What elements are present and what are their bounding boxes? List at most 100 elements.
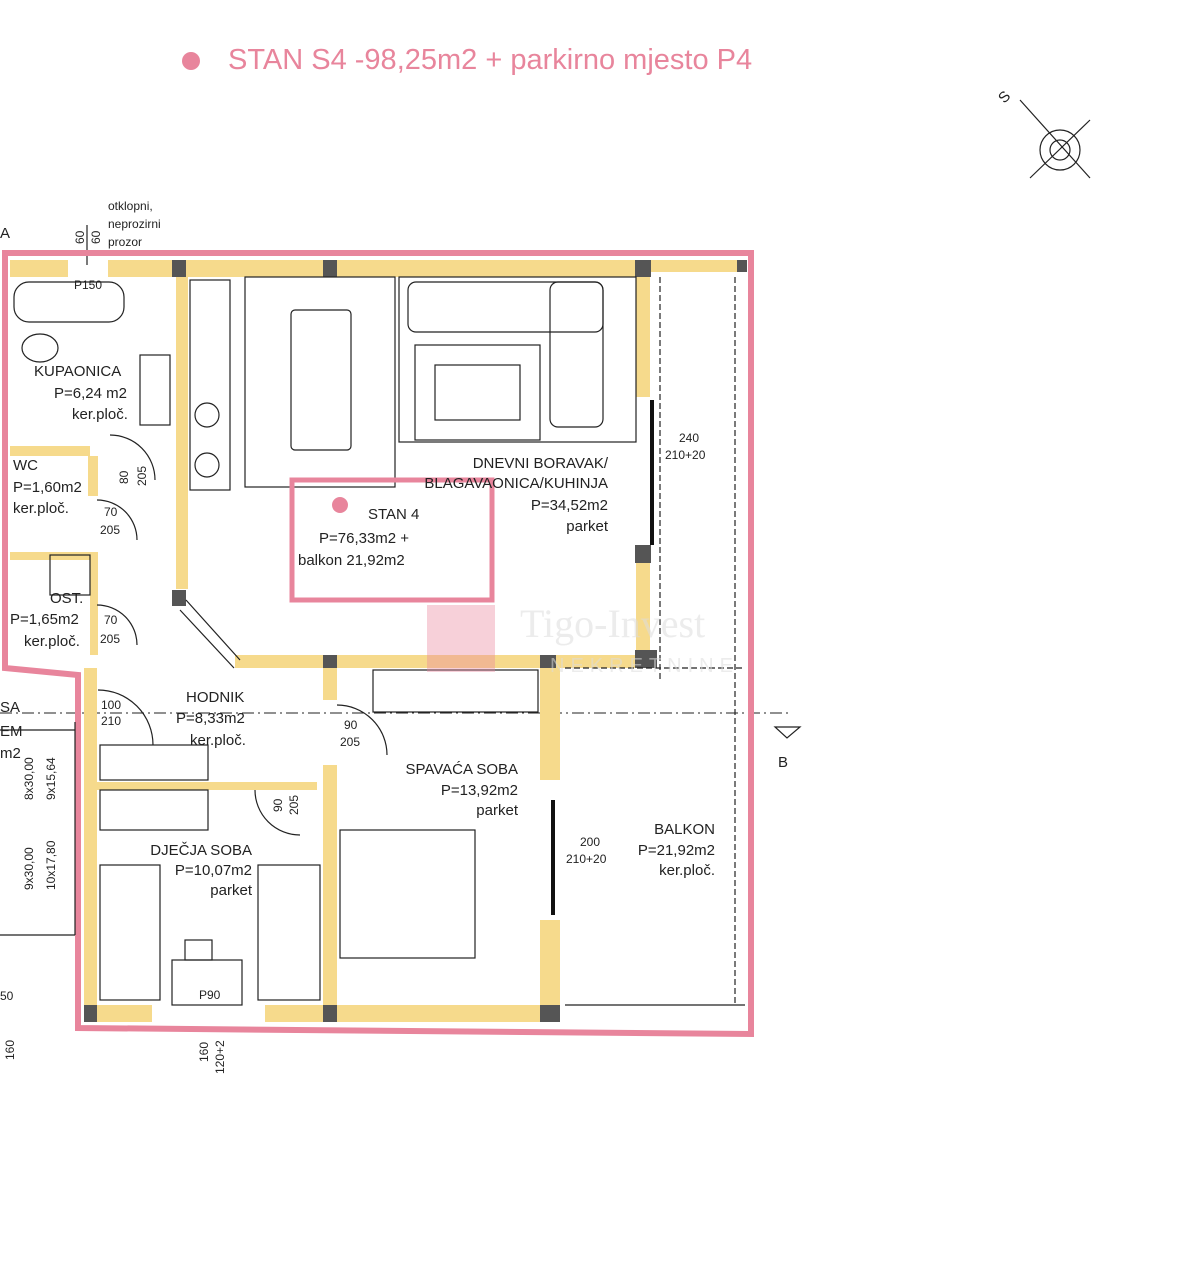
room-area: P=6,24 m2 [54,385,127,402]
room-floor: parket [566,518,609,535]
watermark: Tigo-Invest NEKRETNINE [427,601,739,677]
dim-label: 210 [101,714,121,728]
room-name: WC [13,457,38,474]
dim-label: 210+20 [566,852,607,866]
walls [10,260,747,1022]
room-area: P=8,33m2 [176,710,245,727]
summary-box: STAN 4 P=76,33m2 + balkon 21,92m2 [289,477,495,603]
dim-label: 205 [340,735,360,749]
room-name: DJEČJA SOBA [150,842,252,859]
window-dim-a: 60 [73,230,87,244]
neighbor-label: EM [0,723,23,740]
compass-icon: S [995,88,1091,179]
toilet-icon [21,333,59,363]
room-dnevni-boravak: DNEVNI BORAVAK/ BLAGAVAONICA/KUHINJA P=3… [424,455,608,535]
dim-label: 90 [344,718,358,732]
dim-label: 70 [104,505,118,519]
window-note-2: neprozirni [108,217,161,231]
stair-dim: 9x30,00 [22,847,36,890]
dim-label: 90 [271,798,285,812]
room-floor: ker.ploč. [13,500,69,517]
room-area: P=1,65m2 [10,611,79,628]
neighbor-unit: SA EM m2 8x30,00 9x15,64 9x30,00 10x17,8… [0,699,76,936]
window-note-3: prozor [108,235,142,249]
single-bed-icon [257,864,321,1001]
room-name: OST. [50,590,83,607]
stair-dim: 9x15,64 [44,757,58,800]
dim-label: 205 [135,466,149,486]
room-kupaonica: KUPAONICA P=6,24 m2 ker.ploč. [34,363,128,423]
room-area: P=13,92m2 [441,782,518,799]
compass-label: S [995,88,1014,107]
room-balkon: BALKON P=21,92m2 ker.ploč. [638,821,715,879]
dimension-labels: P150 80 205 70 205 70 205 100 210 90 205… [0,278,706,1074]
room-hodnik: HODNIK P=8,33m2 ker.ploč. [176,689,246,749]
watermark-brand: Tigo-Invest [520,601,705,646]
furniture [0,276,637,1006]
room-floor: parket [210,882,253,899]
wardrobe-icon [99,789,209,831]
double-bed-icon [339,829,476,959]
room-floor: parket [476,802,519,819]
single-bed-icon [99,864,161,1001]
dim-label: 70 [104,613,118,627]
window-note-1: otklopni, [108,199,153,213]
room-ost: OST. P=1,65m2 ker.ploč. [10,590,83,650]
dim-label: 100 [101,698,121,712]
dim-label: 160 [3,1040,17,1060]
summary-title: STAN 4 [368,506,419,523]
bullet-dot [182,51,200,70]
room-floor: ker.ploč. [24,633,80,650]
dim-label: 210+20 [665,448,706,462]
room-spavaca-soba: SPAVAĆA SOBA P=13,92m2 parket [405,761,518,819]
stair-dim: 10x17,80 [44,840,58,890]
room-floor: ker.ploč. [659,862,715,879]
plan-title-text: STAN S4 -98,25m2 + parkirno mjesto P4 [228,44,753,76]
apartment-outline [1,250,754,1038]
room-name: BALKON [654,821,715,838]
neighbor-label: m2 [0,745,21,762]
room-area: P=21,92m2 [638,842,715,859]
room-name: HODNIK [186,689,244,706]
dim-label: 200 [580,835,600,849]
plan-title: STAN S4 -98,25m2 + parkirno mjesto P4 [182,44,752,77]
dim-label: 50 [0,989,14,1003]
room-floor: ker.ploč. [190,732,246,749]
room-djecja-soba: DJEČJA SOBA P=10,07m2 parket [150,842,253,899]
wardrobe-icon [99,744,209,781]
dim-label: 205 [287,795,301,815]
dim-label: P150 [74,278,102,292]
room-name: DNEVNI BORAVAK/ [473,455,609,472]
dim-label: 160 [197,1042,211,1062]
window-dim-b: 60 [89,230,103,244]
section-arrow-icon [773,726,802,739]
dim-label: 80 [117,470,131,484]
summary-area: P=76,33m2 + [319,530,409,547]
sofa-icon [407,281,604,333]
bathtub-icon [13,281,125,323]
room-wc: WC P=1,60m2 ker.ploč. [13,457,82,517]
neighbor-label: SA [0,699,20,716]
room-area: P=34,52m2 [531,497,608,514]
dim-label: 240 [679,431,699,445]
watermark-logo-icon [427,605,495,672]
room-floor: ker.ploč. [72,406,128,423]
room-area: P=10,07m2 [175,862,252,879]
section-label-b: B [778,754,788,771]
door-swing-icon [97,689,154,746]
dim-label: 205 [100,523,120,537]
summary-balcony: balkon 21,92m2 [298,552,405,569]
dim-label: 205 [100,632,120,646]
dim-label: P90 [199,988,221,1002]
room-area: P=1,60m2 [13,479,82,496]
dim-label: 120+2 [213,1040,227,1074]
room-name: SPAVAĆA SOBA [405,761,518,778]
room-name: BLAGAVAONICA/KUHINJA [424,475,608,492]
section-label-a: A [0,225,10,242]
room-name: KUPAONICA [34,363,121,380]
watermark-sub: NEKRETNINE [550,655,739,677]
sink-icon [139,354,171,426]
rug [414,344,541,441]
dining-table-icon [290,309,352,451]
